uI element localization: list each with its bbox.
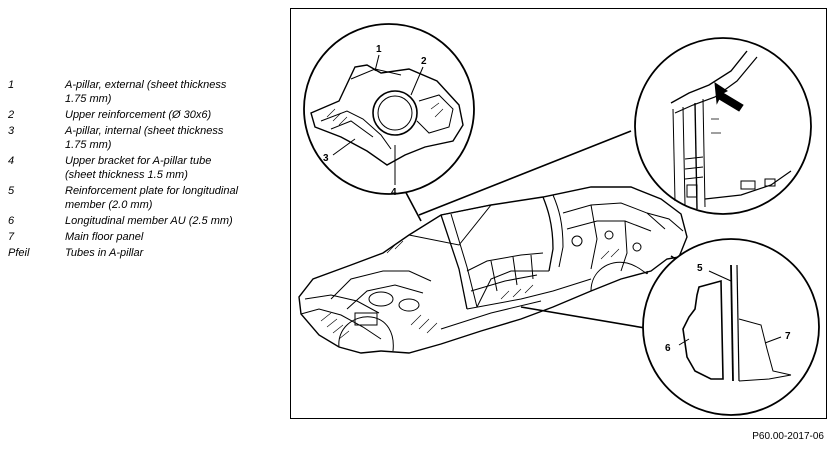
legend-key: 6 — [8, 215, 15, 227]
legend-item: 7 Main floor panel — [8, 230, 280, 244]
callout-7: 7 — [785, 331, 791, 342]
legend-key: 3 — [8, 125, 15, 137]
figure-reference: P60.00-2017-06 — [752, 431, 824, 442]
callout-5: 5 — [697, 263, 703, 274]
car-body-diagram: 1 2 3 4 5 6 7 — [298, 23, 820, 416]
legend-key: 7 — [8, 231, 15, 243]
callout-2: 2 — [421, 56, 427, 67]
legend-item: 1 A-pillar, external (sheet thickness 1.… — [8, 78, 280, 106]
legend-text: A-pillar, internal (sheet thickness 1.75… — [65, 125, 224, 151]
callout-4: 4 — [391, 187, 397, 198]
legend-key: 4 — [8, 155, 15, 167]
legend-item: 3 A-pillar, internal (sheet thickness 1.… — [8, 124, 280, 152]
callout-3: 3 — [323, 153, 329, 164]
tube-arrow — [714, 81, 744, 112]
car-body — [298, 186, 688, 354]
legend-item: 2 Upper reinforcement (Ø 30x6) — [8, 108, 280, 122]
detail-circle-longitudinal-member — [642, 238, 820, 416]
legend-item: Pfeil Tubes in A-pillar — [8, 246, 280, 260]
legend-item: 6 Longitudinal member AU (2.5 mm) — [8, 214, 280, 228]
legend-text: A-pillar, external (sheet thickness 1.75… — [65, 79, 227, 105]
callout-labels: 1 2 3 4 5 6 7 — [323, 44, 791, 354]
legend-text: Upper reinforcement (Ø 30x6) — [65, 109, 212, 121]
legend-key: 1 — [8, 79, 15, 91]
legend-item: 4 Upper bracket for A-pillar tube (sheet… — [8, 154, 280, 182]
legend-text: Main floor panel — [65, 231, 144, 243]
callout-6: 6 — [665, 343, 671, 354]
legend-text: Upper bracket for A-pillar tube (sheet t… — [65, 155, 212, 181]
legend-text: Tubes in A-pillar — [65, 247, 144, 259]
callout-1: 1 — [376, 44, 382, 55]
detail-circle-a-pillar-section — [303, 23, 475, 195]
legend-text: Longitudinal member AU (2.5 mm) — [65, 215, 233, 227]
legend-item: 5 Reinforcement plate for longitudinal m… — [8, 184, 280, 212]
legend-key: 5 — [8, 185, 15, 197]
legend-text: Reinforcement plate for longitudinal mem… — [65, 185, 239, 211]
detail-circle-a-pillar-tubes — [634, 37, 812, 215]
legend-key: 2 — [8, 109, 15, 121]
legend-list: 1 A-pillar, external (sheet thickness 1.… — [8, 78, 280, 262]
legend-key: Pfeil — [8, 247, 30, 259]
figure-frame: 1 2 3 4 5 6 7 — [290, 8, 827, 419]
